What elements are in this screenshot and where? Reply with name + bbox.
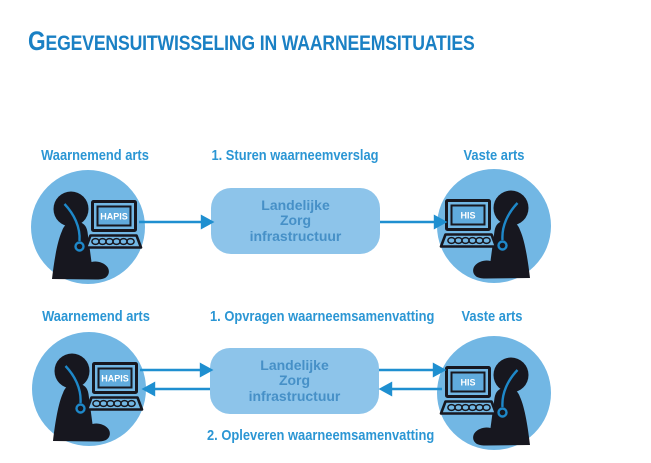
stethoscope-cord-icon <box>63 203 85 252</box>
hub-line-2: Zorg <box>278 372 311 389</box>
arrow-right-icon <box>139 214 215 230</box>
hub-line-1: Landelijke <box>260 356 329 373</box>
page-title: GEGEVENSUITWISSELING IN WAARNEEMSITUATIE… <box>28 26 475 56</box>
actor-label-waarnemend-arts-row1: Waarnemend arts <box>41 147 149 164</box>
flow-label-opleveren-waarneemsamenvatting: 2. Opleveren waarneemsamenvatting <box>207 427 435 444</box>
actor-waarnemend-arts-row2: HAPIS <box>32 332 146 446</box>
keyboard-icon <box>439 400 498 415</box>
arrow-left-icon <box>141 381 210 397</box>
computer-monitor-icon <box>445 199 491 231</box>
arrow-left-icon <box>378 381 442 397</box>
hub-line-3: infrastructuur <box>249 227 342 244</box>
computer-monitor-icon <box>91 200 137 232</box>
hub-box-landelijke-zorg-infrastructuur-row2: Landelijke Zorg infrastructuur <box>210 348 379 414</box>
hub-line-3: infrastructuur <box>248 387 341 404</box>
keyboard-icon <box>439 233 498 248</box>
system-screen-label-his: HIS <box>460 378 475 388</box>
actor-label-vaste-arts-row1: Vaste arts <box>463 147 525 164</box>
actor-waarnemend-arts-row1: HAPIS <box>31 170 145 284</box>
hub-box-landelijke-zorg-infrastructuur-row1: Landelijke Zorg infrastructuur <box>211 188 380 254</box>
stethoscope-cord-icon <box>64 365 86 414</box>
system-screen-label-hapis: HAPIS <box>101 374 129 384</box>
system-screen-label-hapis: HAPIS <box>100 212 128 222</box>
hub-line-1: Landelijke <box>261 196 330 213</box>
arrow-right-icon <box>379 362 447 378</box>
actor-vaste-arts-row2: HIS <box>437 336 551 450</box>
arrow-right-icon <box>140 362 214 378</box>
hub-line-2: Zorg <box>279 212 312 229</box>
stethoscope-cord-icon <box>497 202 519 251</box>
keyboard-icon <box>84 234 143 249</box>
computer-monitor-icon <box>445 366 491 398</box>
actor-label-waarnemend-arts-row2: Waarnemend arts <box>42 308 150 325</box>
system-screen-label-his: HIS <box>460 211 475 221</box>
stethoscope-cord-icon <box>497 369 519 418</box>
keyboard-icon <box>85 396 144 411</box>
computer-monitor-icon <box>92 362 138 394</box>
actor-label-vaste-arts-row2: Vaste arts <box>461 308 523 325</box>
flow-label-opvragen-waarneemsamenvatting: 1. Opvragen waarneemsamenvatting <box>210 308 435 325</box>
flow-label-sturen-waarneemverslag: 1. Sturen waarneemverslag <box>211 147 379 164</box>
arrow-right-icon <box>380 214 448 230</box>
actor-vaste-arts-row1: HIS <box>437 169 551 283</box>
